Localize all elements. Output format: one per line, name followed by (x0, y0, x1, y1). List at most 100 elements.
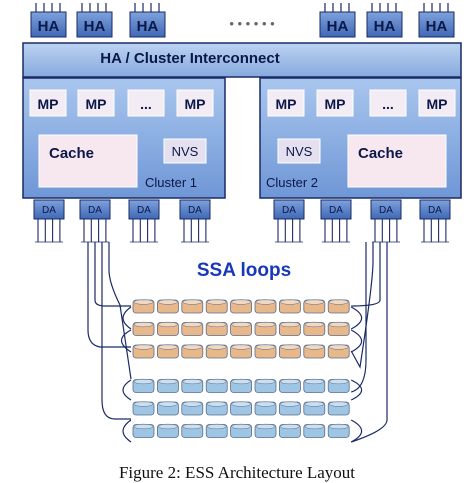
device-adapter-label: DA (137, 205, 151, 216)
disk-icon (205, 378, 228, 393)
microprocessor-label: MP (276, 96, 297, 112)
disk-body (278, 299, 301, 314)
ssa-loop-wire (108, 242, 132, 380)
disk-icon (230, 378, 253, 393)
disk-top (206, 423, 227, 430)
disk-icon (156, 423, 179, 438)
disk-icon (303, 321, 326, 336)
host-adapter-label: HA (327, 18, 349, 35)
ssa-loops-label: SSA loops (197, 260, 291, 281)
ellipsis-dots: • • • • • • (229, 16, 275, 31)
disk-icon (181, 378, 204, 393)
disk-top (158, 344, 178, 350)
disk-body (205, 299, 228, 314)
disk-body (303, 401, 326, 416)
disk-icon (230, 299, 253, 314)
disk-body (132, 379, 155, 393)
disk-top (231, 299, 251, 305)
microprocessor-label: MP (86, 96, 107, 112)
disk-top (304, 299, 325, 305)
disk-top (255, 423, 276, 430)
microprocessor: ... (369, 89, 407, 117)
device-adapter-label: DA (282, 205, 296, 216)
disk-icon (181, 299, 204, 314)
interconnect-label: HA / Cluster Interconnect (100, 50, 279, 67)
host-adapter: HA (30, 3, 67, 38)
microprocessor-label: MP (427, 96, 448, 112)
disk-rank (132, 401, 350, 416)
disk-top (304, 321, 325, 328)
host-adapter: HA (129, 3, 166, 38)
disk-icon (181, 423, 204, 438)
host-adapter-label: HA (84, 18, 106, 35)
disk-icon (156, 344, 179, 359)
device-adapter: DA (128, 199, 160, 243)
nvs-box (163, 138, 207, 164)
microprocessor-label: ... (382, 96, 394, 112)
disk-body (303, 322, 326, 336)
cluster-name: Cluster 2 (266, 175, 318, 190)
disk-top (206, 299, 227, 305)
nvs-label: NVS (286, 144, 313, 159)
microprocessor-label: MP (38, 96, 59, 112)
device-adapter-box (370, 199, 402, 220)
microprocessor: MP (267, 89, 305, 117)
disk-body (132, 424, 155, 438)
disk-top (328, 423, 349, 430)
ssa-loop-wire (350, 306, 363, 330)
wiring (87, 242, 388, 443)
disk-body (156, 424, 179, 438)
disk-top (182, 423, 203, 430)
disk-top (328, 344, 349, 350)
disk-body (327, 344, 350, 359)
disk-icon (205, 423, 228, 438)
disk-body (278, 322, 301, 336)
disk-body (230, 401, 253, 416)
microprocessor-box (418, 89, 456, 117)
host-adapter: HA (366, 3, 403, 38)
disk-icon (278, 321, 301, 336)
disk-body (156, 401, 179, 416)
ssa-disk-array: SSA loops (132, 260, 350, 438)
microprocessor: ... (127, 89, 165, 117)
disk-body (205, 401, 228, 416)
figure-caption: Figure 2: ESS Architecture Layout (118, 463, 356, 482)
device-adapter-label: DA (329, 205, 343, 216)
device-adapter: DA (179, 199, 211, 243)
ssa-loop-wire (351, 242, 388, 443)
disk-icon (278, 299, 301, 314)
device-adapter-label: DA (88, 205, 102, 216)
disk-icon (205, 299, 228, 314)
disk-top (304, 344, 325, 350)
disk-body (303, 299, 326, 314)
disk-rank (132, 321, 350, 336)
host-adapter-label: HA (374, 18, 396, 35)
disk-body (230, 379, 253, 393)
disk-icon (327, 423, 350, 438)
disk-icon (132, 321, 155, 336)
device-adapter-box (79, 199, 111, 220)
disk-top (255, 401, 276, 407)
disk-top (158, 299, 178, 305)
disk-top (231, 321, 251, 328)
disk-body (132, 322, 155, 336)
disk-body (205, 379, 228, 393)
disk-body (156, 322, 179, 336)
disk-icon (181, 344, 204, 359)
microprocessor-box (267, 89, 305, 117)
disk-body (278, 379, 301, 393)
device-adapter-label: DA (188, 205, 202, 216)
disk-body (254, 322, 277, 336)
disk-icon (278, 378, 301, 393)
disk-icon (327, 344, 350, 359)
disk-top (206, 378, 227, 385)
disk-top (231, 401, 251, 407)
disk-icon (205, 344, 228, 359)
disk-body (181, 344, 204, 359)
ssa-loop-wire (351, 242, 367, 393)
disk-top (280, 378, 300, 385)
host-adapter: HA (76, 3, 113, 38)
disk-body (205, 322, 228, 336)
disk-body (278, 424, 301, 438)
host-adapter: HA (418, 3, 455, 38)
